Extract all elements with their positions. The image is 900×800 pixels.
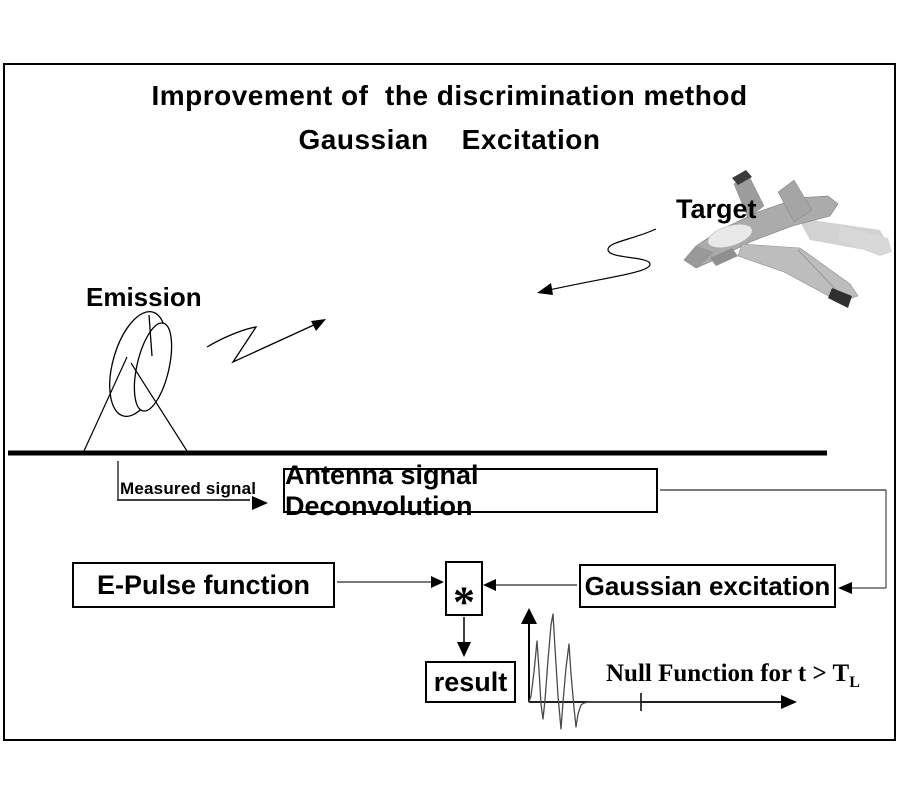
antenna-signal-deconvolution-box: Antenna signal Deconvolution (283, 460, 658, 521)
gaussian-excitation-label: Gaussian excitation (584, 570, 831, 601)
e-pulse-function-box: E-Pulse function (72, 562, 335, 608)
result-label: result (433, 666, 508, 697)
convolution-asterisk: * (453, 577, 475, 627)
e-pulse-function-label: E-Pulse function (96, 569, 310, 600)
measured-signal-label: Measured signal (120, 479, 257, 498)
antenna-signal-deconvolution-label: Antenna signal Deconvolution (285, 459, 479, 521)
gaussian-excitation-box: Gaussian excitation (579, 564, 836, 608)
page-title: Improvement of the discrimination method (151, 80, 748, 111)
page-subtitle: Gaussian Excitation (298, 124, 601, 155)
convolution-operator-box: * (445, 561, 483, 626)
result-box: result (425, 661, 516, 703)
null-function-subscript: L (849, 674, 860, 691)
emission-label: Emission (86, 282, 202, 312)
null-function-label: Null Function for t > TL (606, 660, 860, 691)
diagram-frame (3, 63, 896, 741)
target-label: Target (676, 194, 757, 224)
